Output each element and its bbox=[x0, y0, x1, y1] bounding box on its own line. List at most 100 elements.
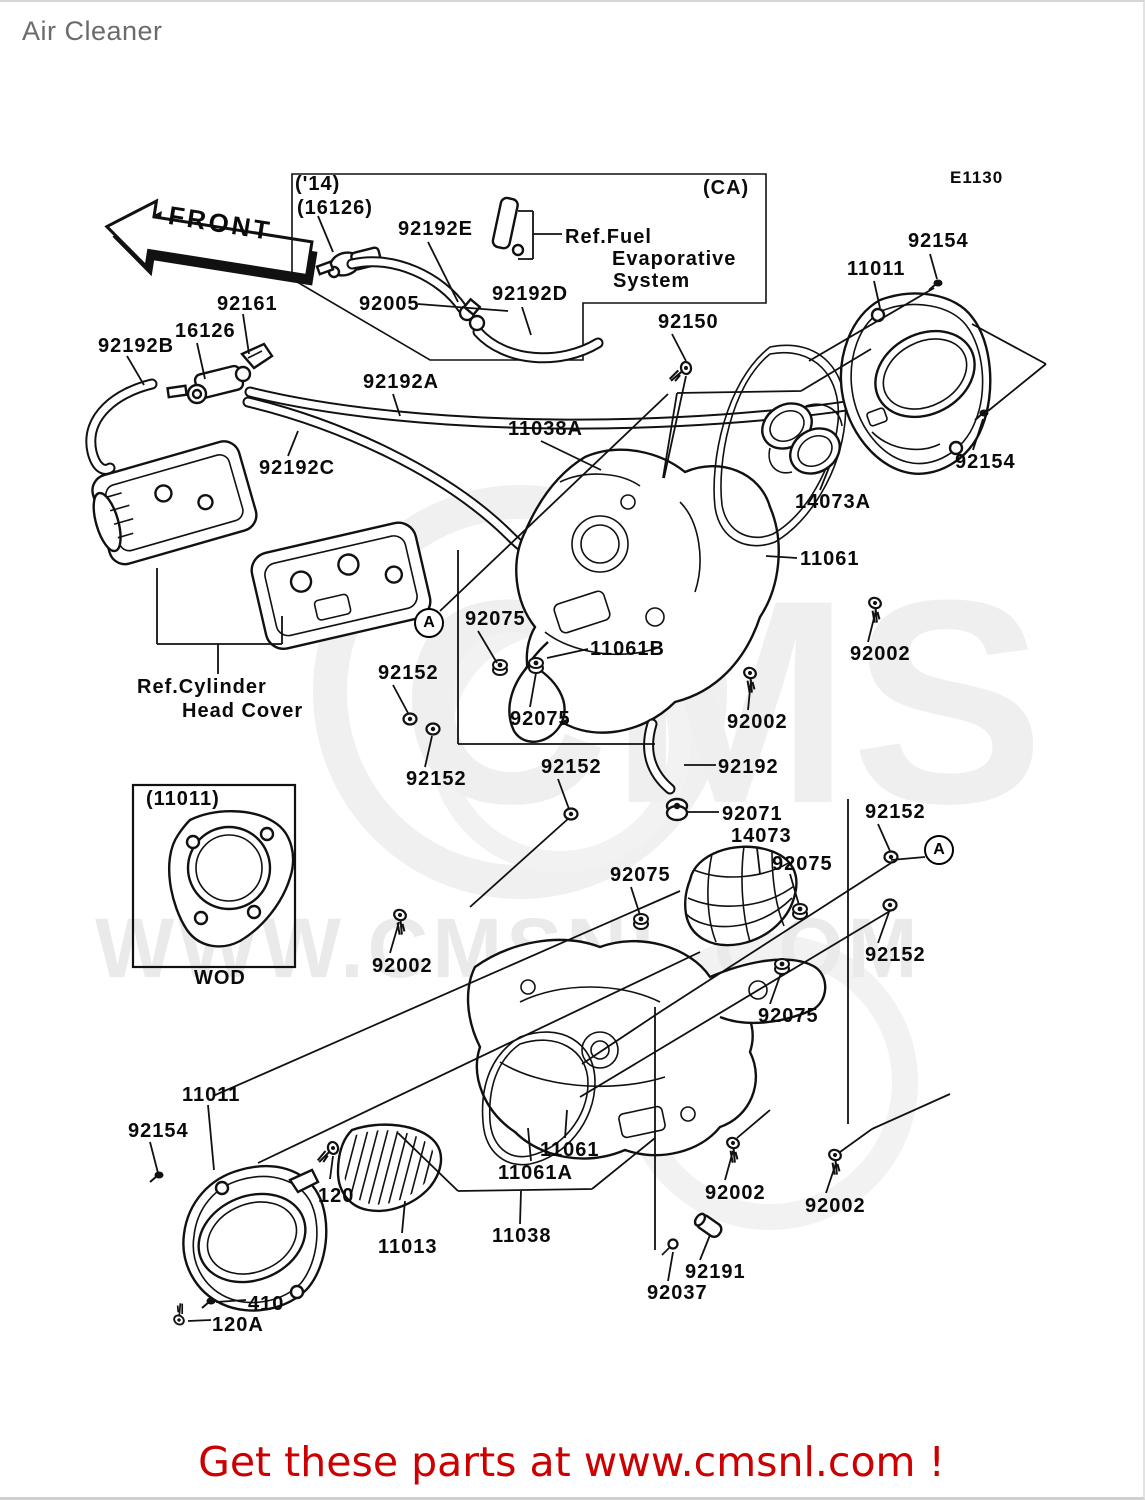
cover-11011-bottom-drawing bbox=[182, 1165, 328, 1312]
part-label-92152-c[interactable]: 92152 bbox=[541, 756, 602, 778]
part-label-92192C[interactable]: 92192C bbox=[259, 457, 336, 479]
part-label-92192B[interactable]: 92192B bbox=[98, 335, 175, 357]
part-label-92152-d[interactable]: 92152 bbox=[865, 801, 926, 823]
part-label-11011-top[interactable]: 11011 bbox=[847, 258, 906, 280]
part-label-92075-c[interactable]: 92075 bbox=[772, 853, 833, 875]
part-label-92002-b[interactable]: 92002 bbox=[727, 711, 788, 733]
cylinder-head-cover-1-drawing bbox=[91, 440, 258, 566]
part-label-92075-e[interactable]: 92075 bbox=[758, 1005, 819, 1027]
part-label-92075-b[interactable]: 92075 bbox=[510, 708, 571, 730]
part-label-11061B[interactable]: 11061B bbox=[590, 638, 665, 660]
part-label-92002-a[interactable]: 92002 bbox=[850, 643, 911, 665]
part-label-92075-a[interactable]: 92075 bbox=[465, 608, 526, 630]
leader-lines bbox=[126, 210, 1047, 1322]
part-label-92192E[interactable]: 92192E bbox=[398, 218, 473, 240]
region-ca-label: (CA) bbox=[703, 177, 750, 199]
part-label-16126[interactable]: 16126 bbox=[175, 320, 236, 342]
part-label-11061-upper[interactable]: 11061 bbox=[800, 548, 860, 570]
screw-92150 bbox=[666, 360, 694, 384]
part-label-92152-e[interactable]: 92152 bbox=[865, 944, 926, 966]
valve-16126-drawing bbox=[166, 364, 252, 405]
plug-92191-drawing bbox=[693, 1212, 723, 1239]
part-label-410[interactable]: 410 bbox=[248, 1293, 285, 1315]
cylinder-head-cover-2-drawing bbox=[250, 521, 432, 650]
pin-92154-c bbox=[149, 1170, 165, 1183]
part-label-92071[interactable]: 92071 bbox=[722, 803, 783, 825]
ref-cylinder-head-line1: Ref.Cylinder bbox=[137, 676, 267, 698]
part-label-14073A[interactable]: 14073A bbox=[795, 491, 872, 513]
part-label-92191[interactable]: 92191 bbox=[685, 1261, 746, 1283]
part-label-11011-bottom[interactable]: 11011 bbox=[182, 1084, 241, 1106]
part-label-92005[interactable]: 92005 bbox=[359, 293, 420, 315]
part-label-92154-bottom[interactable]: 92154 bbox=[128, 1120, 189, 1142]
collar-92152-a bbox=[402, 712, 418, 726]
note-year-label: ('14) bbox=[295, 173, 341, 195]
evap-fitting-92005-drawing bbox=[458, 297, 486, 332]
ref-fuel-line1: Ref.Fuel bbox=[565, 226, 652, 248]
screw-92002-d bbox=[718, 1134, 747, 1166]
ref-fuel-line2: Evaporative bbox=[612, 248, 737, 270]
diagram-code: E1130 bbox=[950, 168, 1004, 187]
gasket-11061-lower-drawing bbox=[481, 1031, 596, 1166]
part-label-120A[interactable]: 120A bbox=[212, 1314, 264, 1336]
part-label-92154-right[interactable]: 92154 bbox=[955, 451, 1016, 473]
part-label-92192[interactable]: 92192 bbox=[718, 756, 779, 778]
part-label-92192D[interactable]: 92192D bbox=[492, 283, 569, 305]
screw-120A bbox=[167, 1301, 193, 1328]
nut-92075-e bbox=[774, 958, 790, 975]
nut-92075-c bbox=[633, 913, 649, 930]
marker-a-left: A bbox=[414, 608, 444, 638]
flange-11061B-drawing bbox=[508, 662, 566, 743]
bracket-92161-drawing bbox=[240, 342, 274, 370]
part-label-92152-a[interactable]: 92152 bbox=[378, 662, 439, 684]
funnel-14073A-drawing bbox=[761, 402, 843, 475]
clip-92037-drawing bbox=[661, 1238, 679, 1256]
marker-a-right: A bbox=[924, 835, 954, 865]
part-label-92154-top[interactable]: 92154 bbox=[908, 230, 969, 252]
part-label-92002-e[interactable]: 92002 bbox=[805, 1195, 866, 1217]
part-label-92161[interactable]: 92161 bbox=[217, 293, 278, 315]
part-label-92037[interactable]: 92037 bbox=[647, 1282, 708, 1304]
cover-11011-top-drawing bbox=[839, 292, 992, 475]
screw-92002-e bbox=[820, 1146, 849, 1178]
wod-cover-drawing bbox=[167, 810, 295, 948]
part-label-92075-d[interactable]: 92075 bbox=[610, 864, 671, 886]
collar-92152-b bbox=[425, 722, 441, 736]
part-label-92152-b[interactable]: 92152 bbox=[406, 768, 467, 790]
ref-cylinder-head-line2: Head Cover bbox=[182, 700, 304, 722]
screw-120 bbox=[312, 1139, 342, 1165]
footer-banner-text: Get these parts at www.cmsnl.com ! bbox=[198, 1438, 945, 1486]
nut-92075-b bbox=[528, 657, 544, 674]
evap-inset-box bbox=[291, 173, 767, 361]
housing-11038-drawing bbox=[466, 938, 827, 1160]
part-label-92150[interactable]: 92150 bbox=[658, 311, 719, 333]
wod-part-label: (11011) bbox=[146, 788, 220, 810]
wod-caption: WOD bbox=[194, 967, 246, 989]
grommet-92071-drawing bbox=[665, 797, 689, 822]
page-title: Air Cleaner bbox=[22, 16, 163, 46]
pin-410 bbox=[201, 1296, 217, 1309]
collar-92152-e bbox=[882, 898, 898, 912]
nut-92075-a bbox=[492, 659, 508, 676]
filter-14073-drawing bbox=[684, 845, 798, 947]
part-label-11038A[interactable]: 11038A bbox=[508, 418, 583, 440]
part-label-11013[interactable]: 11013 bbox=[378, 1236, 438, 1258]
part-label-92002-c[interactable]: 92002 bbox=[372, 955, 433, 977]
part-label-14073[interactable]: 14073 bbox=[731, 825, 792, 847]
part-label-11061-bottom[interactable]: 11061 bbox=[540, 1139, 600, 1161]
nut-92075-d bbox=[792, 903, 808, 920]
note-part-label: (16126) bbox=[297, 197, 373, 219]
front-arrow bbox=[104, 198, 318, 286]
grille-11013-drawing bbox=[336, 1123, 443, 1213]
ref-fuel-line3: System bbox=[613, 270, 691, 292]
part-label-11061A[interactable]: 11061A bbox=[498, 1162, 573, 1184]
evap-tube-drawing bbox=[491, 196, 525, 257]
wod-inset-box bbox=[131, 783, 297, 969]
part-label-11038[interactable]: 11038 bbox=[492, 1225, 552, 1247]
collar-92152-c bbox=[563, 807, 579, 821]
part-label-120[interactable]: 120 bbox=[318, 1185, 355, 1207]
part-label-92002-d[interactable]: 92002 bbox=[705, 1182, 766, 1204]
part-label-92192A[interactable]: 92192A bbox=[363, 371, 440, 393]
